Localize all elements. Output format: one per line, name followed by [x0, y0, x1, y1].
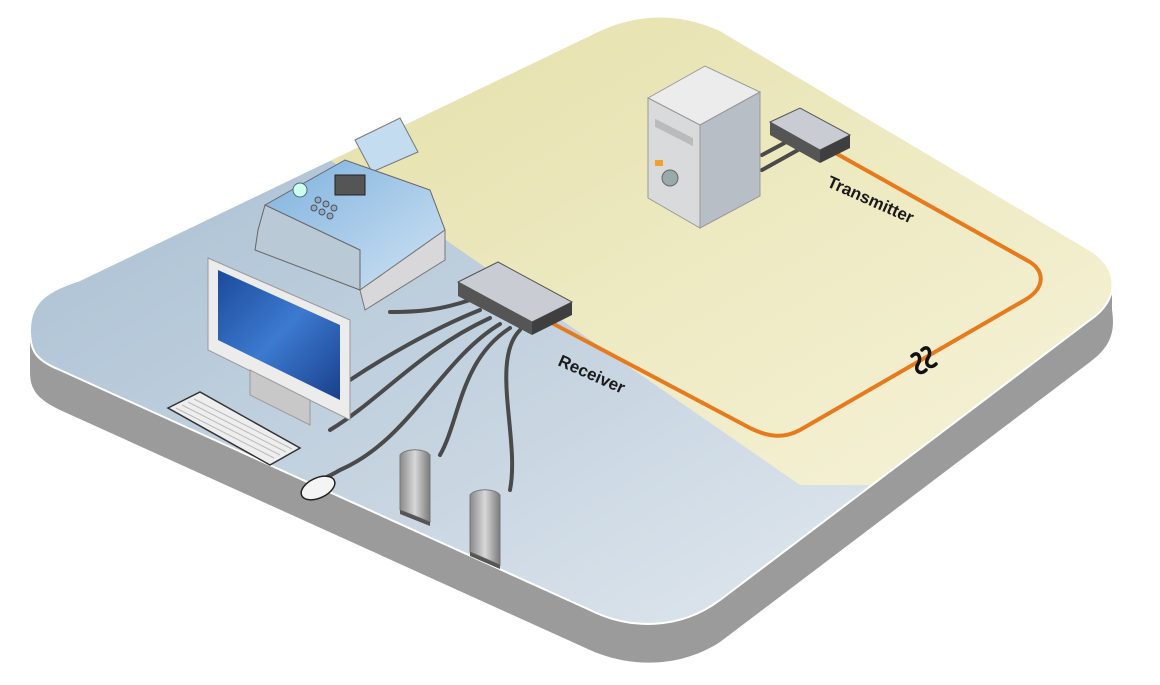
fiber-cable — [548, 148, 1043, 438]
keyboard — [166, 391, 302, 466]
monitor-screen — [218, 270, 340, 400]
monitor — [207, 257, 351, 426]
platform-edge — [30, 290, 1113, 663]
transmitter-box — [768, 107, 852, 163]
long-distance-break-icon — [910, 346, 938, 375]
receiver-box — [456, 261, 574, 335]
platform-rim — [28, 15, 1114, 625]
speaker-right — [469, 489, 501, 569]
mouse — [300, 475, 336, 501]
speaker-left — [399, 449, 431, 526]
fax-machine — [254, 117, 446, 311]
tower-computer — [646, 65, 762, 229]
